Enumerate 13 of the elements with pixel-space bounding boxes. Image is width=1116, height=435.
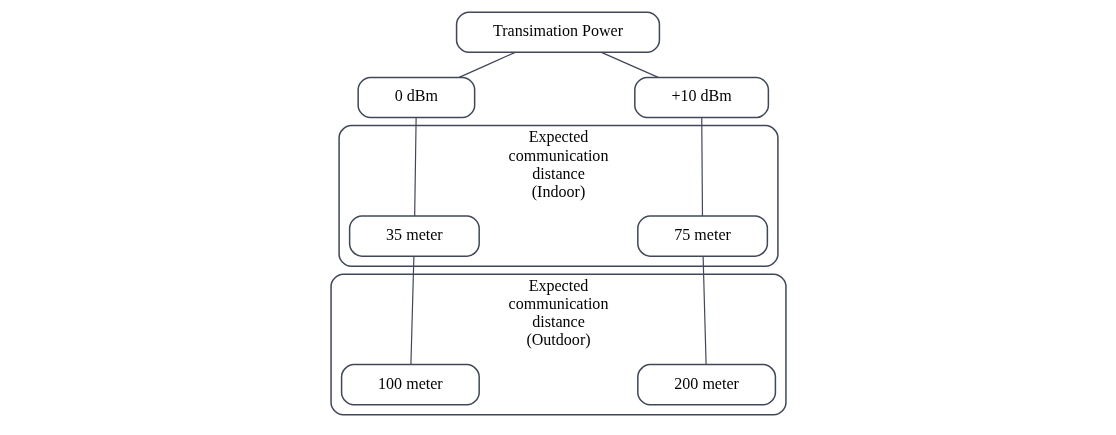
node-box: 200 meter [636, 363, 776, 406]
connector [458, 51, 516, 78]
connector [409, 255, 414, 366]
node-box: 100 meter [340, 363, 480, 406]
node-box: +10 dBm [633, 76, 769, 119]
node-box: 35 meter [348, 215, 480, 257]
node-box: Transimation Power [455, 11, 660, 54]
connector [700, 117, 703, 217]
connector [702, 255, 707, 366]
connector [600, 51, 659, 78]
connector [413, 117, 417, 217]
node-box: 75 meter [636, 215, 768, 257]
node-box: 0 dBm [356, 76, 475, 119]
